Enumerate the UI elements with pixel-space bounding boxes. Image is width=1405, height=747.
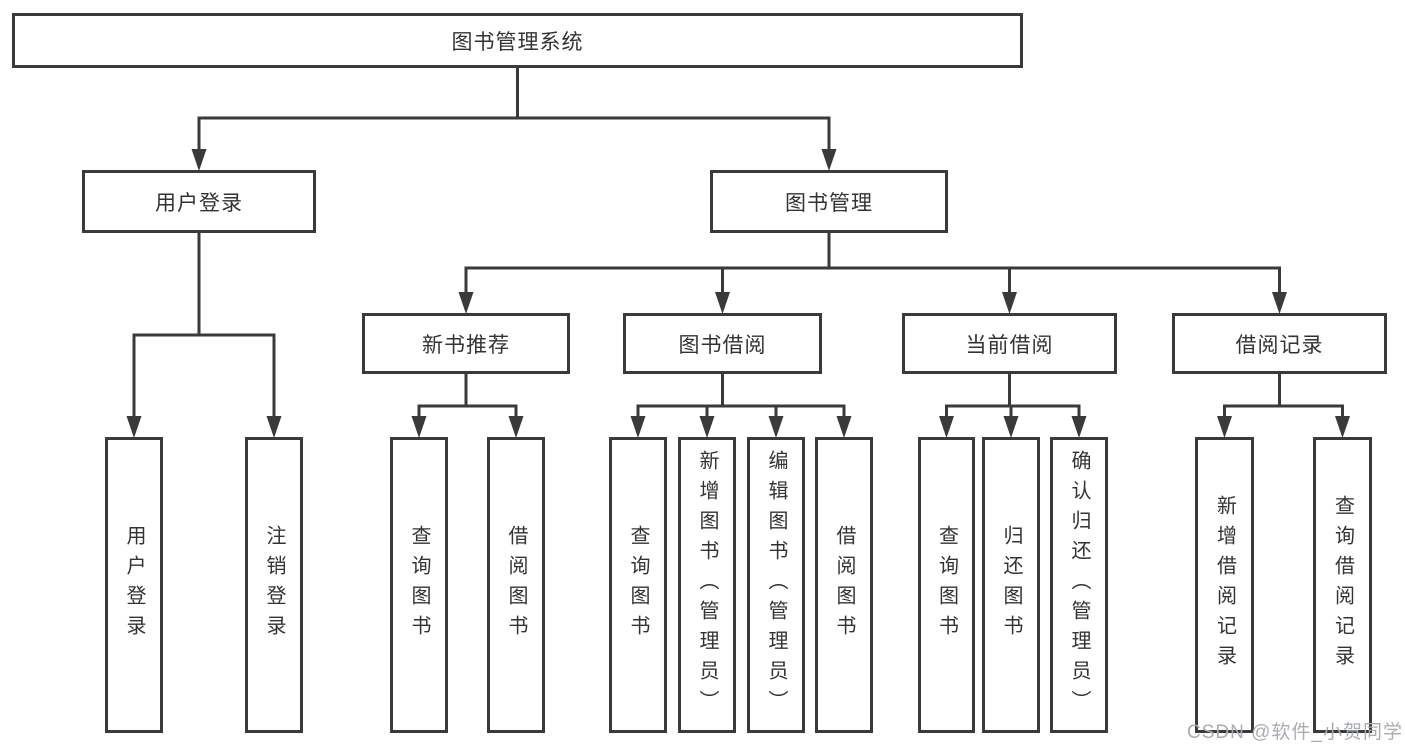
node-label-br-query: 查询借阅记录	[1331, 495, 1354, 675]
node-label-ul-logout: 注销登录	[263, 525, 285, 645]
node-label-ul-login: 用户登录	[123, 525, 145, 645]
node-label-current-borrow: 当前借阅	[965, 333, 1054, 357]
node-ul-logout: 注销登录	[245, 437, 303, 733]
arrow-down-icon	[699, 416, 715, 438]
node-label-bb-borrow: 借阅图书	[833, 525, 855, 645]
node-cb-query: 查询图书	[918, 437, 975, 733]
arrow-down-icon	[191, 149, 207, 171]
watermark: CSDN @软件_小贺同学	[1187, 722, 1403, 743]
arrow-down-icon	[1071, 416, 1087, 438]
node-new-book-rec: 新书推荐	[362, 313, 570, 374]
arrow-down-icon	[266, 416, 282, 438]
arrow-down-icon	[1272, 292, 1287, 314]
node-label-book-mgmt: 图书管理	[785, 191, 873, 215]
node-ul-login: 用户登录	[105, 437, 163, 733]
arrow-down-icon	[768, 416, 784, 438]
node-br-add: 新增借阅记录	[1195, 437, 1254, 733]
node-bb-query: 查询图书	[609, 437, 667, 733]
node-label-bb-add: 新增图书（管理员）	[696, 450, 718, 720]
node-bb-borrow: 借阅图书	[815, 437, 873, 733]
arrow-down-icon	[411, 416, 427, 438]
arrow-down-icon	[836, 416, 852, 438]
node-label-cb-confirm: 确认归还（管理员）	[1068, 450, 1090, 720]
arrow-down-icon	[458, 292, 474, 314]
node-current-borrow: 当前借阅	[902, 313, 1117, 374]
arrow-down-icon	[939, 416, 954, 438]
node-nb-query: 查询图书	[390, 437, 448, 733]
node-label-nb-query: 查询图书	[408, 525, 430, 645]
node-label-new-book-rec: 新书推荐	[422, 333, 510, 357]
arrow-down-icon	[126, 416, 142, 438]
arrow-down-icon	[1335, 416, 1350, 438]
node-label-root: 图书管理系统	[451, 30, 584, 54]
node-user-login: 用户登录	[82, 170, 316, 233]
node-label-user-login: 用户登录	[155, 191, 243, 215]
node-root: 图书管理系统	[12, 13, 1023, 68]
arrow-down-icon	[508, 416, 524, 438]
arrow-down-icon	[1217, 416, 1232, 438]
node-label-book-borrow: 图书借阅	[678, 333, 767, 357]
node-nb-borrow: 借阅图书	[487, 437, 545, 733]
arrow-down-icon	[1003, 416, 1019, 438]
node-bb-edit: 编辑图书（管理员）	[747, 437, 805, 733]
node-label-bb-query: 查询图书	[627, 525, 649, 645]
arrow-down-icon	[1002, 292, 1017, 314]
node-borrow-records: 借阅记录	[1172, 313, 1387, 374]
arrow-down-icon	[715, 292, 730, 314]
node-label-br-add: 新增借阅记录	[1213, 495, 1236, 675]
node-br-query: 查询借阅记录	[1313, 437, 1372, 733]
node-cb-return: 归还图书	[982, 437, 1040, 733]
arrow-down-icon	[630, 416, 646, 438]
node-label-nb-borrow: 借阅图书	[505, 525, 527, 645]
node-label-borrow-records: 借阅记录	[1235, 333, 1324, 357]
node-bb-add: 新增图书（管理员）	[678, 437, 736, 733]
node-book-borrow: 图书借阅	[623, 313, 822, 374]
node-cb-confirm: 确认归还（管理员）	[1050, 437, 1108, 733]
node-book-mgmt: 图书管理	[710, 170, 948, 233]
node-label-bb-edit: 编辑图书（管理员）	[765, 450, 787, 720]
node-label-cb-return: 归还图书	[1000, 525, 1022, 645]
node-label-cb-query: 查询图书	[935, 525, 958, 645]
arrow-down-icon	[821, 149, 837, 171]
